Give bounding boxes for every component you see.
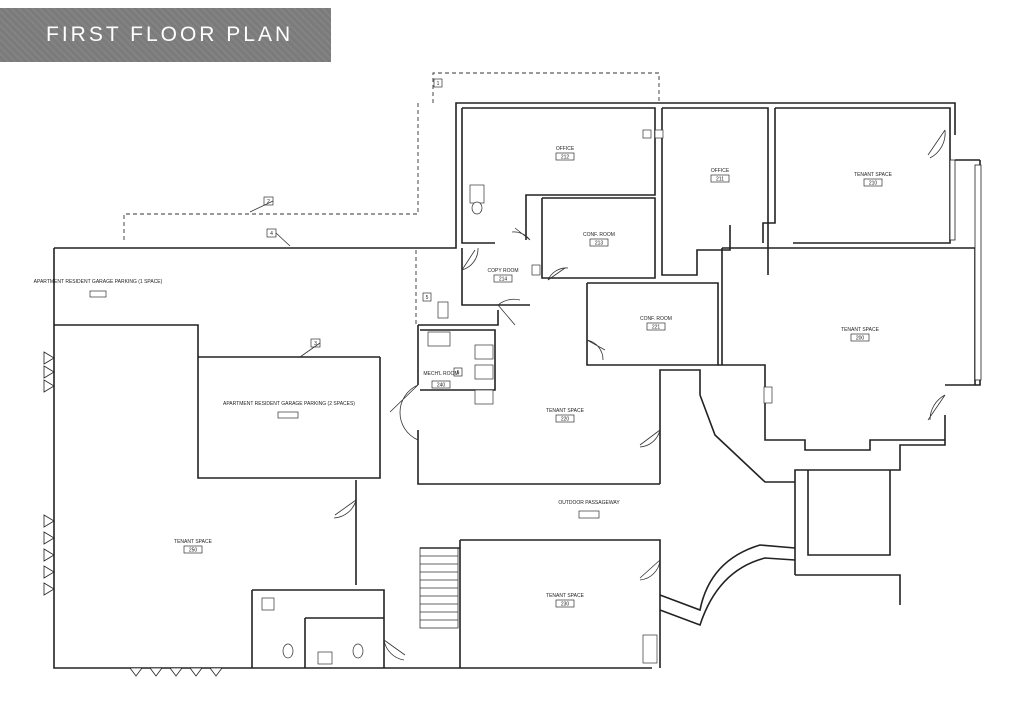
title-banner: FIRST FLOOR PLAN xyxy=(0,8,331,62)
room-conf-213: CONF. ROOM 213 xyxy=(583,232,615,247)
room-office-212: OFFICE 212 xyxy=(555,146,575,161)
room-conf-221: CONF. ROOM 221 xyxy=(640,316,672,331)
curved-bay xyxy=(659,470,891,627)
svg-text:CONF. ROOM: CONF. ROOM xyxy=(640,316,672,322)
svg-text:COPY ROOM: COPY ROOM xyxy=(487,268,518,274)
svg-text:OUTDOOR PASSAGEWAY: OUTDOOR PASSAGEWAY xyxy=(558,500,620,506)
svg-text:213: 213 xyxy=(595,241,604,247)
windows xyxy=(43,159,982,677)
svg-text:3: 3 xyxy=(314,341,317,347)
parking-2-spaces: APARTMENT RESIDENT GARAGE PARKING (2 SPA… xyxy=(223,401,355,419)
svg-text:5: 5 xyxy=(426,295,429,301)
svg-text:212: 212 xyxy=(561,155,570,161)
svg-text:214: 214 xyxy=(499,277,508,283)
svg-text:210: 210 xyxy=(869,181,878,187)
svg-text:220: 220 xyxy=(561,417,570,423)
door-swings xyxy=(333,129,946,661)
exterior-walls xyxy=(53,102,981,669)
svg-text:2: 2 xyxy=(267,199,270,205)
svg-text:CONF. ROOM: CONF. ROOM xyxy=(583,232,615,238)
dashed-outlines xyxy=(123,72,660,358)
svg-text:240: 240 xyxy=(437,383,446,389)
keynote-2: 2 xyxy=(263,196,274,206)
room-tenant-230: TENANT SPACE 230 xyxy=(546,593,585,608)
svg-text:TENANT SPACE: TENANT SPACE xyxy=(841,327,880,333)
keynote-1: 1 xyxy=(433,78,443,88)
room-tenant-210: TENANT SPACE 210 xyxy=(854,172,893,187)
room-tenant-220: TENANT SPACE 220 xyxy=(546,408,585,423)
svg-text:OFFICE: OFFICE xyxy=(711,168,730,174)
svg-text:200: 200 xyxy=(856,336,865,342)
svg-text:4: 4 xyxy=(270,231,273,237)
outdoor-passageway: OUTDOOR PASSAGEWAY xyxy=(558,500,620,519)
room-office-211: OFFICE 211 xyxy=(710,168,730,183)
interior-walls xyxy=(251,107,976,668)
svg-text:APARTMENT RESIDENT GARAGE PARK: APARTMENT RESIDENT GARAGE PARKING (1 SPA… xyxy=(34,279,163,285)
svg-text:TENANT SPACE: TENANT SPACE xyxy=(174,539,213,545)
svg-text:APARTMENT RESIDENT GARAGE PARK: APARTMENT RESIDENT GARAGE PARKING (2 SPA… xyxy=(223,401,355,407)
svg-text:250: 250 xyxy=(189,548,198,554)
room-copy-214: COPY ROOM 214 xyxy=(487,268,518,283)
parking-1-space: APARTMENT RESIDENT GARAGE PARKING (1 SPA… xyxy=(34,279,163,298)
svg-text:OFFICE: OFFICE xyxy=(556,146,575,152)
svg-text:TENANT SPACE: TENANT SPACE xyxy=(854,172,893,178)
svg-text:6: 6 xyxy=(457,370,460,376)
room-labels: OFFICE 212 OFFICE 211 TENANT SPACE 210 C… xyxy=(34,146,893,608)
stairs xyxy=(419,547,459,629)
svg-text:TENANT SPACE: TENANT SPACE xyxy=(546,593,585,599)
page-title: FIRST FLOOR PLAN xyxy=(46,23,294,46)
room-tenant-250: TENANT SPACE 250 xyxy=(174,539,213,554)
svg-text:211: 211 xyxy=(716,177,724,183)
keynote-tags: 1 2 3 4 5 6 xyxy=(249,78,463,377)
svg-text:MECH'L ROOM: MECH'L ROOM xyxy=(423,371,458,377)
room-mech-240: MECH'L ROOM 240 xyxy=(423,371,458,389)
keynote-6: 6 xyxy=(453,367,463,377)
keynote-4: 4 xyxy=(266,228,277,238)
svg-text:230: 230 xyxy=(561,602,570,608)
room-tenant-200: TENANT SPACE 200 xyxy=(841,327,880,342)
svg-text:TENANT SPACE: TENANT SPACE xyxy=(546,408,585,414)
fixtures xyxy=(261,129,773,665)
keynote-5: 5 xyxy=(422,292,432,302)
svg-text:1: 1 xyxy=(437,81,440,87)
svg-text:221: 221 xyxy=(652,325,661,331)
